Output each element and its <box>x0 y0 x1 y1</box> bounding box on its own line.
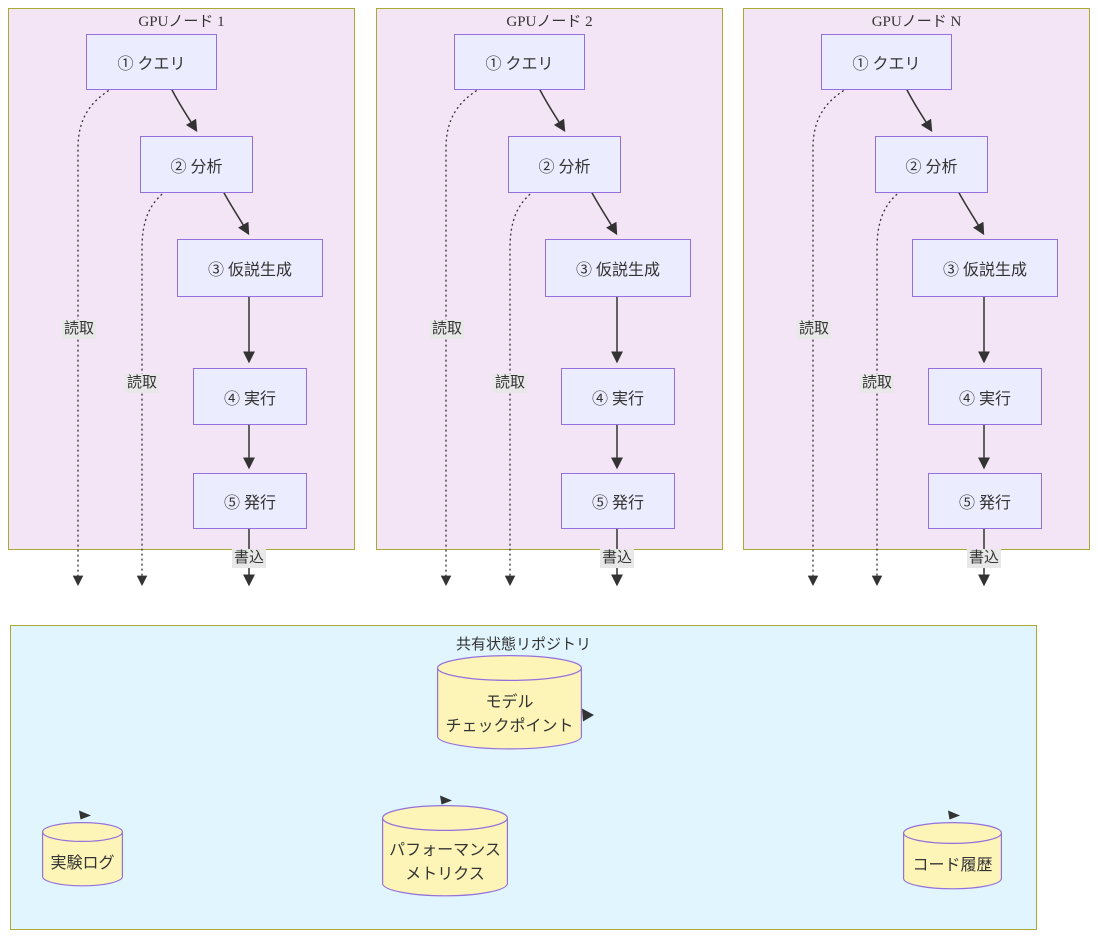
edge-label-write: 書込 <box>599 549 635 568</box>
step-node-query: ① クエリ <box>454 34 585 90</box>
store-label: コード履歴 <box>903 822 1002 890</box>
step-node-publish: ⑤ 発行 <box>928 473 1042 529</box>
step-label: ② 分析 <box>905 158 958 176</box>
store-experiment-log: 実験ログ <box>42 822 123 887</box>
gpu-node-column-1: GPUノード 1 ① クエリ ② 分析 ③ 仮説生成 ④ 実行 ⑤ 発行 読取 … <box>0 0 368 600</box>
step-node-execute: ④ 実行 <box>928 368 1042 425</box>
step-label: ⑤ 発行 <box>958 495 1011 512</box>
step-node-publish: ⑤ 発行 <box>561 473 675 529</box>
step-label: ④ 実行 <box>223 390 276 408</box>
step-label: ④ 実行 <box>958 390 1011 408</box>
step-label: ⑤ 発行 <box>591 495 644 512</box>
gpu-node-column-2: GPUノード 2 ① クエリ ② 分析 ③ 仮説生成 ④ 実行 ⑤ 発行 読取 … <box>368 0 736 600</box>
edge-label-read: 読取 <box>124 374 160 393</box>
store-label: モデル チェックポイント <box>437 655 582 750</box>
step-node-analyze: ② 分析 <box>140 136 253 193</box>
edge-label-write: 書込 <box>966 549 1002 568</box>
store-label: 実験ログ <box>42 822 123 887</box>
step-node-hypothesis: ③ 仮説生成 <box>177 239 323 297</box>
shared-repo-title: 共有状態リポジトリ <box>455 637 591 653</box>
edge-label-read: 読取 <box>492 374 528 393</box>
store-label-line: メトリクス <box>405 866 485 883</box>
store-code-history: コード履歴 <box>903 822 1002 890</box>
step-label: ② 分析 <box>538 158 591 176</box>
step-label: ② 分析 <box>170 158 223 176</box>
step-node-publish: ⑤ 発行 <box>193 473 307 529</box>
store-label-line: コード履歴 <box>912 857 993 874</box>
edge-label-read: 読取 <box>859 374 895 393</box>
step-label: ④ 実行 <box>591 390 644 408</box>
cylinder-shape <box>437 655 582 750</box>
store-label: パフォーマンス メトリクス <box>382 805 508 897</box>
cylinder-shape <box>42 822 123 887</box>
edge-label-write: 書込 <box>231 549 267 568</box>
step-node-query: ① クエリ <box>821 34 952 90</box>
store-performance-metrics: パフォーマンス メトリクス <box>382 805 508 897</box>
step-node-hypothesis: ③ 仮説生成 <box>912 239 1058 297</box>
gpu-node-title: GPUノード N <box>871 14 962 30</box>
step-node-hypothesis: ③ 仮説生成 <box>545 239 691 297</box>
edge-label-read: 読取 <box>796 320 832 339</box>
step-node-analyze: ② 分析 <box>508 136 621 193</box>
step-node-analyze: ② 分析 <box>875 136 988 193</box>
step-label: ① クエリ <box>852 56 921 73</box>
cylinder-shape <box>382 805 508 897</box>
store-model-checkpoint: モデル チェックポイント <box>437 655 582 750</box>
step-label: ⑤ 発行 <box>223 495 276 512</box>
edge-label-read: 読取 <box>429 320 465 339</box>
step-label: ③ 仮説生成 <box>575 262 660 279</box>
step-node-query: ① クエリ <box>86 34 217 90</box>
store-label-line: モデル <box>485 693 534 711</box>
step-node-execute: ④ 実行 <box>193 368 307 425</box>
step-label: ③ 仮説生成 <box>207 262 292 279</box>
step-label: ① クエリ <box>485 56 554 73</box>
step-label: ① クエリ <box>117 56 186 73</box>
gpu-node-column-n: GPUノード N ① クエリ ② 分析 ③ 仮説生成 ④ 実行 ⑤ 発行 読取 … <box>735 0 1098 600</box>
gpu-node-title: GPUノード 2 <box>506 14 593 30</box>
gpu-node-title: GPUノード 1 <box>138 14 225 30</box>
edge-label-read: 読取 <box>61 320 97 339</box>
store-label-line: チェックポイント <box>445 717 574 735</box>
step-label: ③ 仮説生成 <box>942 262 1027 279</box>
cylinder-shape <box>903 822 1002 890</box>
step-node-execute: ④ 実行 <box>561 368 675 425</box>
store-label-line: 実験ログ <box>50 854 115 872</box>
store-label-line: パフォーマンス <box>389 842 501 859</box>
